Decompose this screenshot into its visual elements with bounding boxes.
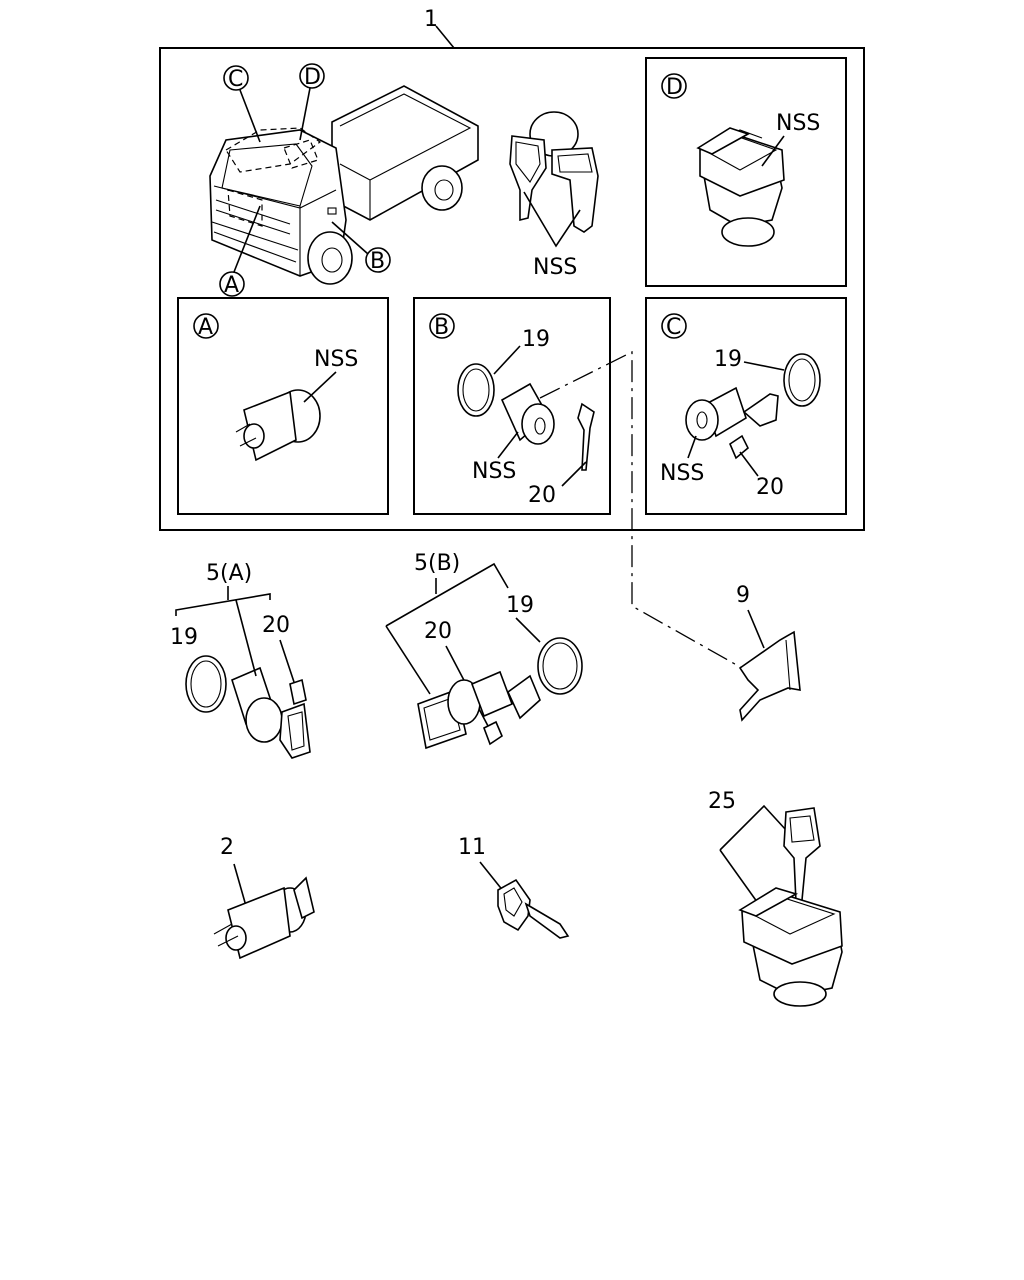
label-panel-a-nss: NSS [314, 347, 358, 372]
leader-panel-c-nss [687, 435, 697, 459]
panel-a [177, 297, 389, 515]
part-11-illustration [497, 878, 570, 939]
pos-label-b: B [370, 249, 385, 274]
pos-label-a: A [224, 273, 239, 298]
label-set-5a: 5(A) [206, 561, 252, 586]
leader-panel-b-nss [497, 431, 519, 459]
part-2-illustration [213, 876, 315, 960]
label-panel-c-nss: NSS [660, 461, 704, 486]
pos-circle-c [223, 65, 249, 91]
leader-part-25 [719, 849, 761, 907]
panel-c [645, 297, 847, 515]
leader-part-2 [233, 863, 247, 907]
door-lock-c-illustration [685, 353, 821, 460]
leader-pos-a [233, 205, 261, 273]
part-25-cap-illustration [738, 887, 843, 1007]
pos-circle-a [219, 271, 245, 297]
bracket-9-illustration [738, 630, 801, 722]
label-panel-d-nss: NSS [776, 111, 820, 136]
label-panel-b-20: 20 [528, 483, 556, 508]
leader-set-5b-19 [515, 617, 541, 643]
set-5a-illustration [185, 655, 311, 759]
bracket-set-5a [175, 593, 271, 616]
label-panel-b-nss: NSS [472, 459, 516, 484]
set-5b-illustration [417, 637, 583, 750]
label-set-5a-19: 19 [170, 625, 198, 650]
leader-assembly [435, 25, 455, 49]
part-25-key-illustration [783, 807, 821, 904]
leader-set-5a-20 [279, 639, 295, 683]
leader-set-5a-cyl [235, 599, 257, 677]
panel-d-label: D [666, 75, 683, 100]
label-bracket-9: 9 [736, 583, 750, 608]
leader-set-5b-key [385, 625, 431, 695]
panel-d [645, 57, 847, 287]
assembly-frame [159, 47, 865, 531]
bracket-set-5b [385, 562, 509, 627]
door-lock-b-illustration [457, 363, 595, 471]
leader-pos-c [239, 89, 261, 143]
leader-panel-b-20 [561, 461, 587, 487]
leader-panel-c-19 [743, 361, 785, 371]
fuel-cap-lock-illustration [696, 127, 785, 247]
leader-panel-d-nss [761, 135, 785, 167]
key-set-illustration [509, 111, 599, 233]
leader-pos-d [299, 87, 311, 141]
leader-panel-b-19 [493, 345, 521, 375]
truck-illustration [209, 85, 479, 285]
leader-panel-a-nss [303, 371, 337, 403]
panel-b-circle [429, 313, 455, 339]
pos-label-d: D [304, 65, 321, 90]
panel-b-label: B [434, 315, 449, 340]
panel-a-circle [193, 313, 219, 339]
label-set-5b-20: 20 [424, 619, 452, 644]
pos-circle-b [365, 247, 391, 273]
label-panel-c-19: 19 [714, 347, 742, 372]
leader-part-11 [479, 861, 505, 893]
chain-line-9 [539, 350, 743, 669]
callout-assembly: 1 [424, 7, 438, 32]
panel-c-circle [661, 313, 687, 339]
panel-a-label: A [198, 315, 213, 340]
label-panel-b-19: 19 [522, 327, 550, 352]
label-part-2: 2 [220, 835, 234, 860]
label-panel-c-20: 20 [756, 475, 784, 500]
leader-bracket-9 [747, 609, 765, 649]
bracket-part-25 [719, 804, 787, 851]
label-set-5b: 5(B) [414, 551, 460, 576]
pos-label-c: C [228, 67, 243, 92]
label-set-5b-19: 19 [506, 593, 534, 618]
pos-circle-d [299, 63, 325, 89]
panel-b [413, 297, 611, 515]
leader-panel-c-20 [739, 451, 759, 477]
leader-key-set-nss [523, 191, 581, 248]
label-key-set-nss: NSS [533, 255, 577, 280]
label-set-5a-20: 20 [262, 613, 290, 638]
ignition-cylinder-illustration [235, 389, 321, 462]
label-part-11: 11 [458, 835, 486, 860]
leader-pos-b [331, 221, 369, 255]
panel-d-circle [661, 73, 687, 99]
panel-c-label: C [666, 315, 681, 340]
label-part-25: 25 [708, 789, 736, 814]
